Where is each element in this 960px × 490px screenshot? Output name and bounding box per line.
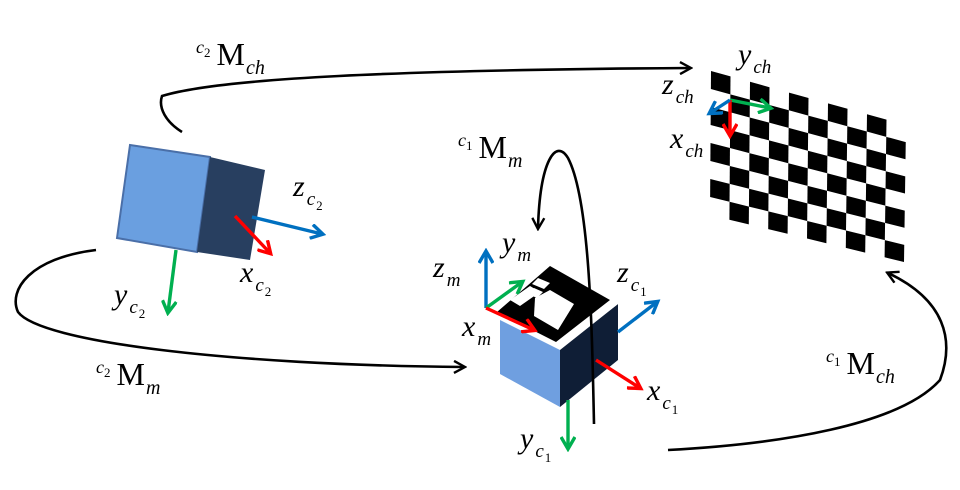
checkerboard-square xyxy=(886,136,906,160)
checkerboard-square xyxy=(768,211,788,234)
checkerboard-square xyxy=(807,185,827,209)
checkerboard-square xyxy=(827,173,847,196)
checkerboard-square xyxy=(749,117,770,141)
checkerboard-square xyxy=(846,160,867,184)
cube-front-face xyxy=(500,318,560,407)
camera-2-front-face xyxy=(115,143,212,254)
checkerboard-square xyxy=(710,143,730,166)
checkerboard-square xyxy=(710,71,731,95)
checkerboard-square xyxy=(865,183,886,206)
checkerboard-square xyxy=(729,201,749,225)
marker-pattern-cell xyxy=(532,278,550,289)
checkerboard-square xyxy=(827,103,848,127)
marker-cube xyxy=(497,266,618,407)
checkerboard-square xyxy=(769,104,789,128)
checkerboard-square xyxy=(748,188,769,212)
camera-2-side-face xyxy=(197,157,265,260)
checkerboard-square xyxy=(807,220,827,244)
axis-x-c1 xyxy=(595,358,640,388)
cube-side-face xyxy=(560,304,618,407)
checkerboard-square xyxy=(788,92,809,116)
axis-y-m xyxy=(485,282,522,310)
checkerboard-square xyxy=(730,94,750,118)
checkerboard-square xyxy=(827,138,848,161)
checkerboard-square xyxy=(847,126,867,149)
axis-y-ch xyxy=(729,100,770,108)
checkerboard-square xyxy=(885,171,906,194)
checkerboard-square xyxy=(884,240,905,262)
checkerboard-square xyxy=(846,195,866,218)
axis-y-c2 xyxy=(168,249,178,312)
curve-c2-M-ch xyxy=(159,68,690,134)
checkerboard-square xyxy=(768,140,789,164)
camera-2 xyxy=(115,143,265,260)
checkerboard-square xyxy=(768,175,789,199)
curve-c1-M-ch xyxy=(667,273,948,452)
axis-x-m xyxy=(485,306,534,330)
checkerboard-square xyxy=(710,179,730,202)
checkerboard-square xyxy=(749,153,769,176)
axis-z-ch xyxy=(710,98,731,113)
checkerboard-square xyxy=(807,150,828,174)
marker-pattern-cell xyxy=(534,290,574,330)
checkerboard-square xyxy=(808,115,828,139)
checkerboard-square xyxy=(729,165,750,189)
checkerboard-square xyxy=(788,163,808,186)
checkerboard-square xyxy=(845,230,866,253)
axis-z-c1 xyxy=(616,302,657,334)
checkerboard-square xyxy=(787,198,808,221)
curve-c1-M-m xyxy=(538,149,596,425)
checkerboard xyxy=(710,71,906,262)
checkerboard-square xyxy=(788,127,809,151)
marker-pattern-cell xyxy=(528,288,543,298)
checkerboard-square xyxy=(885,205,905,228)
checkerboard-square xyxy=(826,208,847,231)
curve-c2-M-m xyxy=(14,248,464,367)
checkerboard-square xyxy=(749,81,770,105)
checkerboard-square xyxy=(866,148,887,172)
axis-z-c2 xyxy=(251,215,322,234)
checkerboard-square xyxy=(865,218,886,241)
checkerboard-square xyxy=(866,114,887,137)
axis-x-c2 xyxy=(233,214,270,253)
checkerboard-square xyxy=(729,130,750,154)
